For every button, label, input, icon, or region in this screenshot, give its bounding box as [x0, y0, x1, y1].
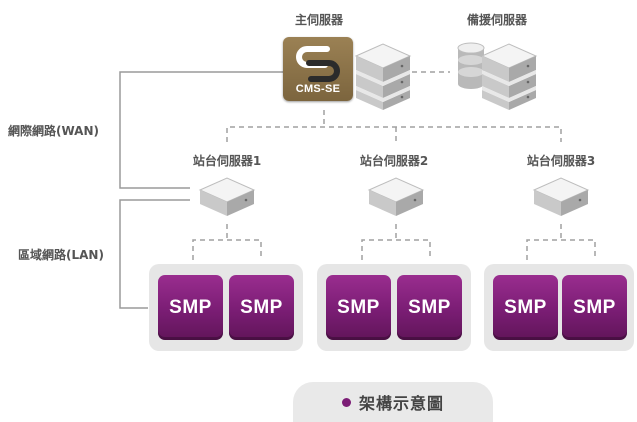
wan-label: 網際網路(WAN): [8, 124, 99, 138]
wan-bracket-line: [119, 71, 283, 189]
site3-fanout-line: [526, 239, 596, 260]
site2-fanout-line: [361, 239, 431, 260]
site1-fanout-line: [192, 239, 262, 260]
site2-label: 站台伺服器2: [359, 154, 429, 168]
site-bus-line: [226, 126, 562, 142]
backup-server-stack-icon: [480, 43, 538, 110]
lan-label: 區域網路(LAN): [18, 248, 104, 262]
database-icon: [457, 42, 485, 89]
main-server-stack-icon: [354, 43, 412, 110]
smp-player: SMP: [229, 275, 294, 340]
smp-player: SMP: [397, 275, 462, 340]
site3-player-group: SMP SMP: [484, 264, 634, 351]
backup-server-label: 備援伺服器: [466, 13, 528, 27]
smp-player: SMP: [562, 275, 627, 340]
site3-label: 站台伺服器3: [526, 154, 596, 168]
site2-player-group: SMP SMP: [317, 264, 471, 351]
main-server-label: 主伺服器: [294, 13, 344, 27]
logo-text: CMS-SE: [295, 83, 341, 95]
site1-player-group: SMP SMP: [149, 264, 303, 351]
site3-server-icon: [532, 177, 590, 216]
site1-server-icon: [198, 177, 256, 216]
caption-title: 架構示意圖: [358, 394, 444, 413]
smp-player: SMP: [326, 275, 391, 340]
site1-label: 站台伺服器1: [192, 154, 262, 168]
smp-player: SMP: [493, 275, 558, 340]
site2-server-icon: [367, 177, 425, 216]
caption-bar: 架構示意圖: [293, 382, 493, 422]
cms-se-logo-mark: [296, 46, 340, 82]
bullet-dot-icon: [341, 397, 351, 407]
cms-se-logo: CMS-SE: [283, 37, 353, 101]
lan-bracket-line: [119, 199, 190, 309]
smp-player: SMP: [158, 275, 223, 340]
